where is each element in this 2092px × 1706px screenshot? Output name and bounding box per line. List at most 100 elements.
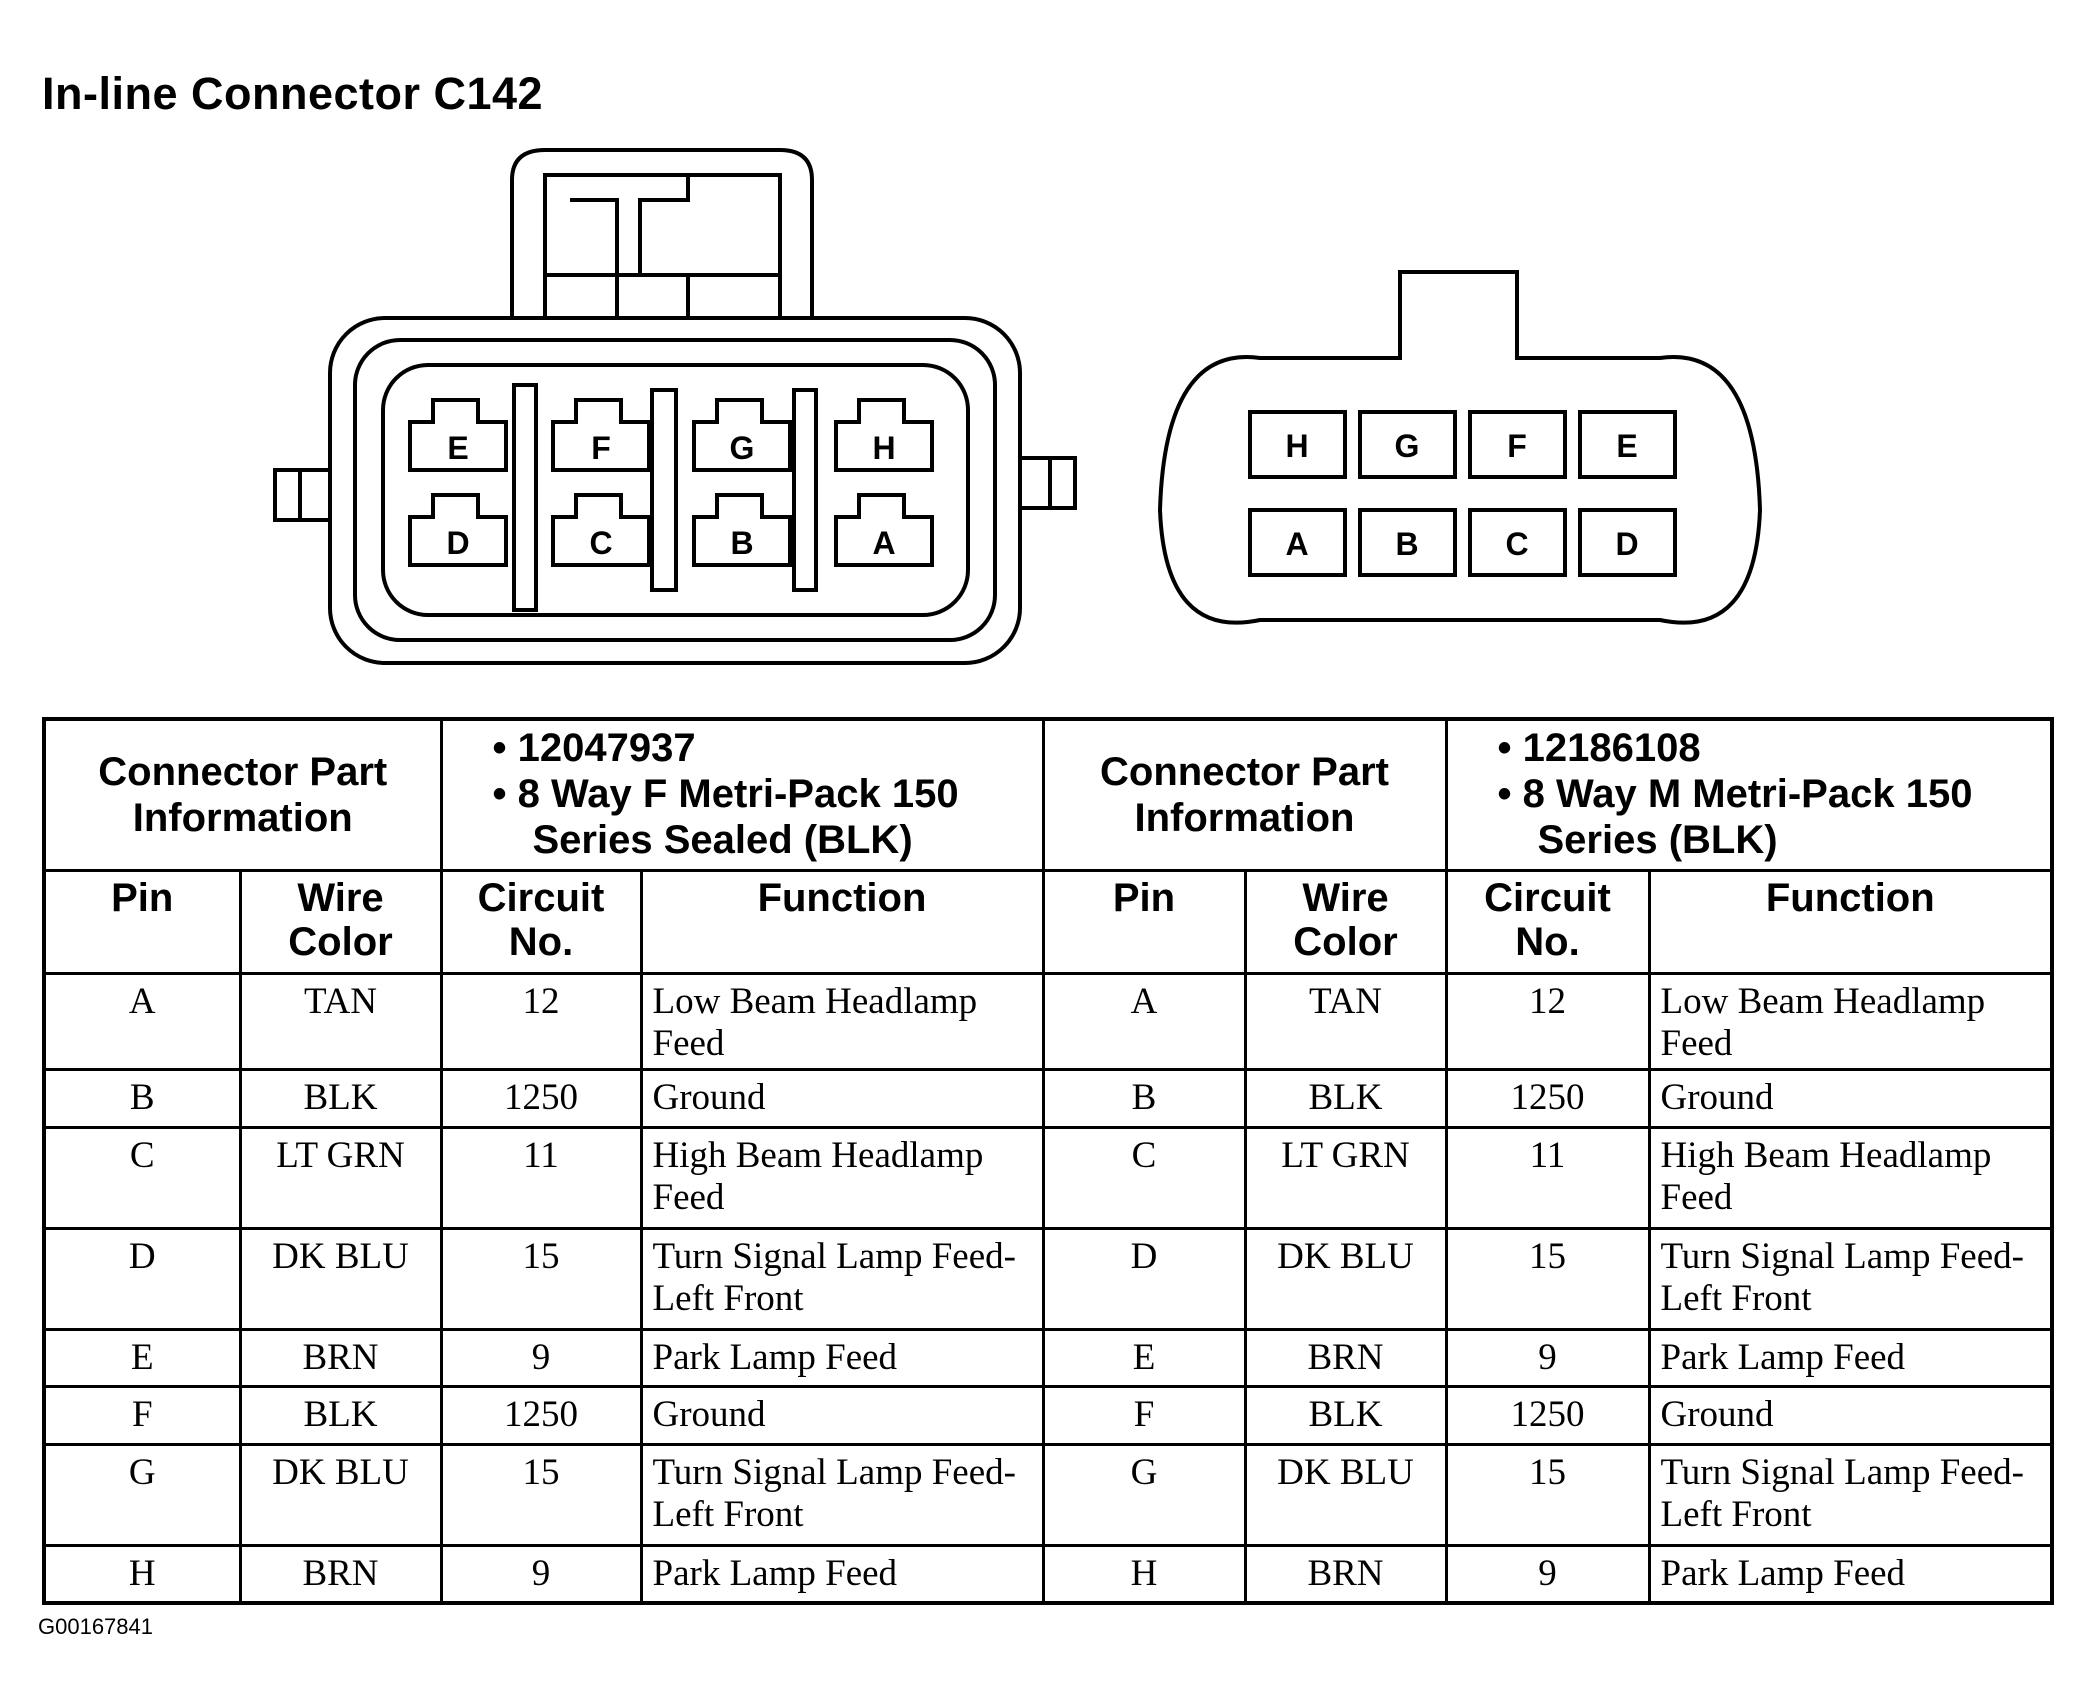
male-pin-label: C [1505, 526, 1528, 562]
left-pin-cell: H [42, 1543, 242, 1605]
left-wire-color-cell: BLK [238, 1385, 443, 1446]
left-circuit-cell: 11 [439, 1125, 643, 1230]
male-pin-cavity [1468, 410, 1567, 479]
female-pin-cavity [551, 493, 651, 567]
left-wire-color-cell: DK BLU [238, 1442, 443, 1547]
right-function-cell: Turn Signal Lamp Feed-Left Front [1647, 1442, 2054, 1547]
left-pin-cell: G [42, 1442, 242, 1547]
left-wire-color-cell: BLK [238, 1068, 443, 1129]
female-pin-cavity [408, 398, 508, 472]
left-function-cell: Turn Signal Lamp Feed-Left Front [639, 1226, 1045, 1331]
male-pin-cavity [1358, 410, 1457, 479]
female-pin-cavity [834, 493, 934, 567]
left-circuit-cell: 15 [439, 1226, 643, 1331]
left-part-info: • 12047937 • 8 Way F Metri-Pack 150 Seri… [439, 717, 1045, 873]
female-pin-cavity [408, 493, 508, 567]
female-pin-label: H [872, 430, 895, 466]
right-function-header: Function [1647, 869, 2054, 976]
right-part-desc-2: Series (BLK) [1537, 818, 1778, 862]
right-circuit-cell: 1250 [1444, 1385, 1651, 1446]
right-function-cell: Park Lamp Feed [1647, 1543, 2054, 1605]
left-function-cell: Low Beam Headlamp Feed [639, 972, 1045, 1072]
figure-id: G00167841 [38, 1614, 153, 1639]
male-pin-label: E [1616, 428, 1637, 464]
female-pin-label: A [872, 525, 895, 561]
right-wire-color-cell: LT GRN [1243, 1125, 1448, 1230]
right-pin-cell: F [1041, 1385, 1247, 1446]
left-part-desc-2: Series Sealed (BLK) [532, 818, 913, 862]
right-wire-color-cell: DK BLU [1243, 1442, 1448, 1547]
right-circuit-cell: 12 [1444, 972, 1651, 1072]
left-wire-color-cell: BRN [238, 1543, 443, 1605]
male-pin-cavity [1468, 508, 1567, 577]
right-circuit-cell: 1250 [1444, 1068, 1651, 1129]
right-circuit-cell: 9 [1444, 1543, 1651, 1605]
male-pin-cavity [1248, 508, 1347, 577]
column-header-row: Pin Wire Color Circuit No. Function Pin … [42, 869, 2054, 976]
left-pin-cell: E [42, 1327, 242, 1389]
right-function-cell: Ground [1647, 1068, 2054, 1129]
left-circuit-cell: 1250 [439, 1385, 643, 1446]
left-part-number: 12047937 [517, 726, 696, 770]
male-pin-label: G [1395, 428, 1420, 464]
female-pin-label: E [447, 430, 468, 466]
right-pin-header: Pin [1041, 869, 1247, 976]
right-wire-color-cell: BRN [1243, 1327, 1448, 1389]
left-pin-cell: C [42, 1125, 242, 1230]
left-circuit-cell: 1250 [439, 1068, 643, 1129]
male-pin-label: H [1285, 428, 1308, 464]
male-pin-cavity [1578, 410, 1677, 479]
left-circuit-cell: 9 [439, 1543, 643, 1605]
right-function-cell: High Beam Headlamp Feed [1647, 1125, 2054, 1230]
female-pin-cavity [834, 398, 934, 472]
left-wire-color-cell: DK BLU [238, 1226, 443, 1331]
left-function-cell: Turn Signal Lamp Feed-Left Front [639, 1442, 1045, 1547]
left-pin-cell: A [42, 972, 242, 1072]
left-function-cell: Ground [639, 1068, 1045, 1129]
left-function-cell: Ground [639, 1385, 1045, 1446]
left-function-cell: High Beam Headlamp Feed [639, 1125, 1045, 1230]
right-function-cell: Ground [1647, 1385, 2054, 1446]
left-circuit-cell: 12 [439, 972, 643, 1072]
right-pin-cell: H [1041, 1543, 1247, 1605]
left-pin-cell: F [42, 1385, 242, 1446]
female-pin-cavity [692, 398, 792, 472]
left-circuit-cell: 9 [439, 1327, 643, 1389]
right-info-label: Connector Part Information [1041, 717, 1448, 873]
right-circuit-header: Circuit No. [1444, 869, 1651, 976]
left-circuit-cell: 15 [439, 1442, 643, 1547]
male-connector [1157, 270, 1763, 625]
left-circuit-header: Circuit No. [439, 869, 643, 976]
left-wire-color-cell: TAN [238, 972, 443, 1072]
right-pin-cell: C [1041, 1125, 1247, 1230]
left-function-cell: Park Lamp Feed [639, 1327, 1045, 1389]
pinout-table: Connector Part Information • 12047937 • … [42, 717, 2055, 1605]
right-part-desc-1: 8 Way M Metri-Pack 150 [1522, 772, 1973, 816]
right-circuit-cell: 9 [1444, 1327, 1651, 1389]
right-wire-color-cell: BLK [1243, 1068, 1448, 1129]
male-pin-label: B [1395, 526, 1418, 562]
right-wire-color-header: Wire Color [1243, 869, 1448, 976]
left-function-header: Function [639, 869, 1045, 976]
female-pin-label: B [730, 525, 753, 561]
right-part-number: 12186108 [1522, 726, 1701, 770]
right-circuit-cell: 15 [1444, 1226, 1651, 1331]
right-function-cell: Park Lamp Feed [1647, 1327, 2054, 1389]
right-function-cell: Turn Signal Lamp Feed-Left Front [1647, 1226, 2054, 1331]
left-pin-cell: B [42, 1068, 242, 1129]
left-pin-header: Pin [42, 869, 242, 976]
female-pin-label: D [446, 525, 469, 561]
right-circuit-cell: 15 [1444, 1442, 1651, 1547]
right-pin-cell: A [1041, 972, 1247, 1072]
right-pin-cell: D [1041, 1226, 1247, 1331]
female-connector [273, 148, 1077, 665]
right-function-cell: Low Beam Headlamp Feed [1647, 972, 2054, 1072]
connector-info-row: Connector Part Information • 12047937 • … [42, 717, 2054, 873]
